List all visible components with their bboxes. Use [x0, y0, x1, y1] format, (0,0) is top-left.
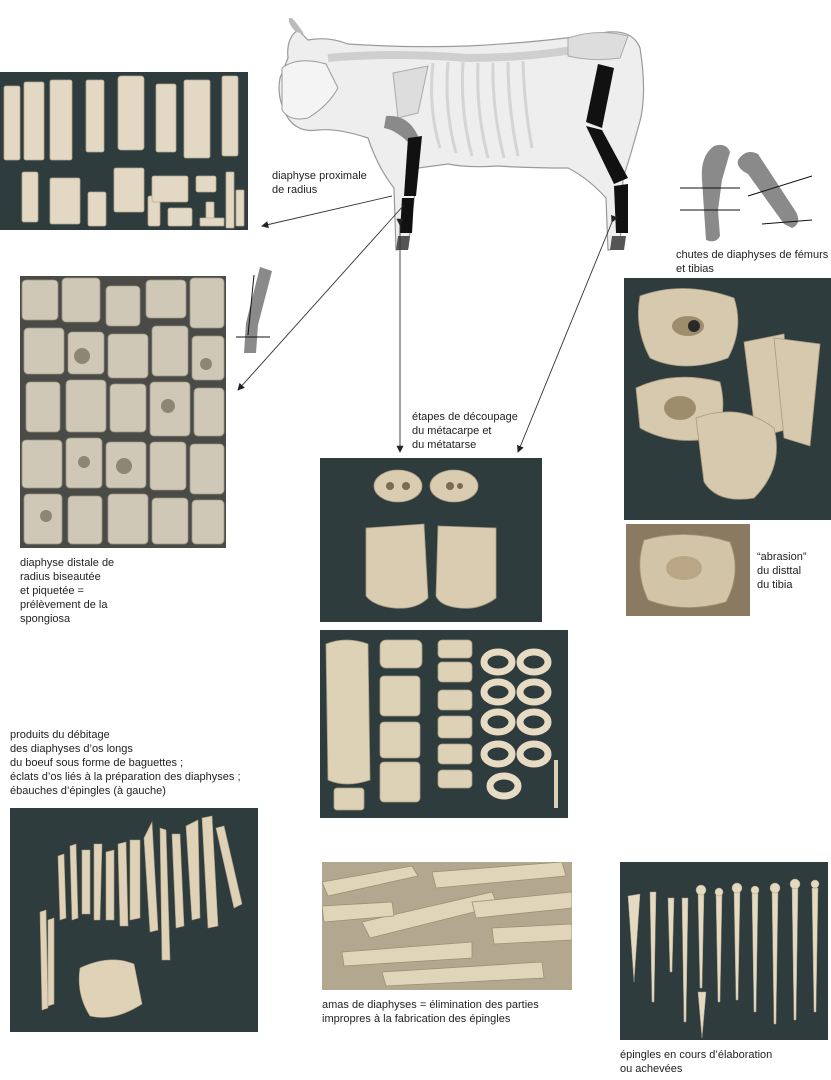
caption-longbone-products: produits du débitage des diaphyses d’os … — [10, 729, 241, 797]
photo-metapodial-cutting-steps — [320, 458, 542, 622]
photo-bone-pins — [620, 862, 828, 1040]
photo-diaphysis-heap — [322, 862, 572, 990]
caption-radius-proximal: diaphyse proximale de radius — [272, 170, 367, 196]
photo-bone-rods-and-splinters — [10, 808, 258, 1032]
caption-metapodial-steps: étapes de découpage du métacarpe et du m… — [412, 411, 518, 451]
femur-tibia-cut-diagram-icon — [680, 144, 813, 242]
cow-skeleton-illustration — [278, 18, 645, 251]
caption-diaphysis-heap: amas de diaphyses = élimination des part… — [322, 999, 539, 1025]
caption-femur-tibia-offcuts: chutes de diaphyses de fémurs et tibias — [676, 249, 829, 275]
caption-pins: épingles en cours d’élaboration ou achev… — [620, 1049, 773, 1075]
photo-sliced-diaphyses — [320, 630, 568, 818]
caption-radius-distal: diaphyse distale de radius biseautée et … — [20, 557, 115, 625]
caption-tibia-abrasion: “abrasion” du disttal du tibia — [757, 551, 807, 591]
photo-distal-radius-spongiosa — [20, 276, 226, 548]
photo-femur-tibia-offcuts — [624, 278, 831, 520]
radius-cut-diagram-icon — [236, 267, 272, 353]
photo-tibia-abrasion — [626, 524, 750, 616]
photo-proximal-radius-pieces — [0, 72, 248, 230]
